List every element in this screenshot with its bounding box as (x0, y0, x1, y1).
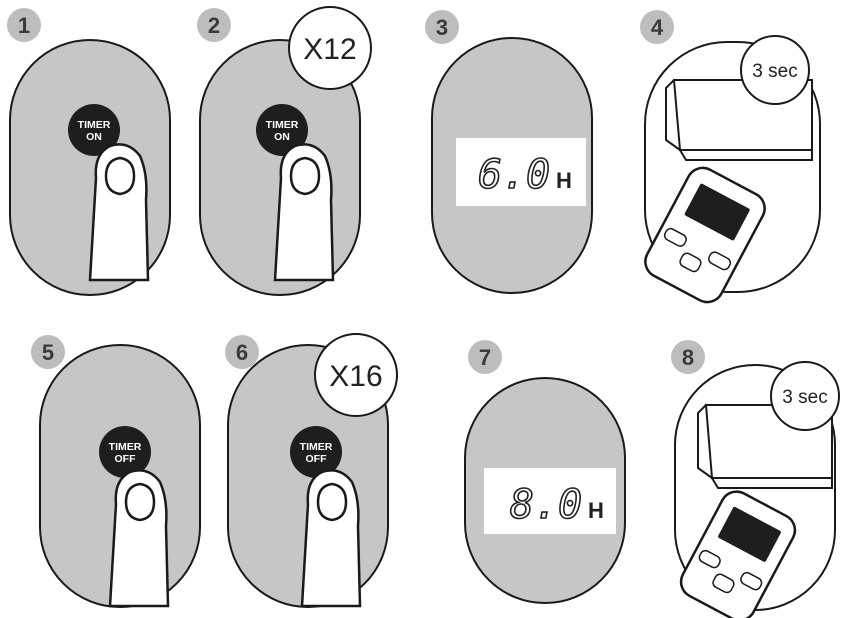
step-4: 4 3 sec (640, 10, 820, 308)
repeat-count-label: X16 (329, 360, 382, 393)
step-2: 2 X12 TIMER ON (197, 7, 371, 295)
step-5-number: 5 (42, 340, 54, 365)
step-6-number: 6 (236, 340, 248, 365)
duration-label: 3 sec (752, 61, 797, 82)
lcd-display-unit: H (556, 168, 572, 193)
finger-icon (302, 470, 360, 606)
step-7: 7 8.0 H (465, 340, 625, 603)
duration-label: 3 sec (782, 387, 827, 408)
step-3: 3 6.0 H (425, 10, 592, 293)
step-4-number: 4 (651, 15, 664, 40)
timer-off-button-label: TIMER (109, 441, 142, 453)
step-2-number: 2 (208, 13, 220, 38)
timer-off-button-label: TIMER (300, 441, 333, 453)
timer-on-button-label-2: ON (274, 131, 290, 143)
step-5: 5 TIMER OFF (31, 335, 200, 607)
step-3-number: 3 (436, 15, 448, 40)
step-1: 1 TIMER ON (7, 8, 170, 295)
finger-icon (275, 144, 333, 280)
timer-on-button-label: TIMER (266, 119, 299, 131)
step-7-number: 7 (479, 345, 491, 370)
finger-icon (90, 144, 148, 280)
step-6: 6 X16 TIMER OFF (225, 334, 397, 607)
timer-on-button-label: TIMER (78, 119, 111, 131)
lcd-display-value: 6.0 (478, 152, 550, 198)
step-1-number: 1 (18, 13, 30, 38)
timer-off-button-label-2: OFF (306, 453, 328, 465)
timer-on-button-label-2: ON (86, 131, 102, 143)
timer-off-button-label-2: OFF (115, 453, 137, 465)
repeat-count-label: X12 (303, 33, 356, 66)
lcd-display-unit: H (588, 498, 604, 523)
finger-icon (110, 470, 168, 606)
step-8-number: 8 (682, 345, 694, 370)
lcd-display-value: 8.0 (510, 482, 582, 528)
step-8: 8 3 sec (671, 340, 839, 618)
